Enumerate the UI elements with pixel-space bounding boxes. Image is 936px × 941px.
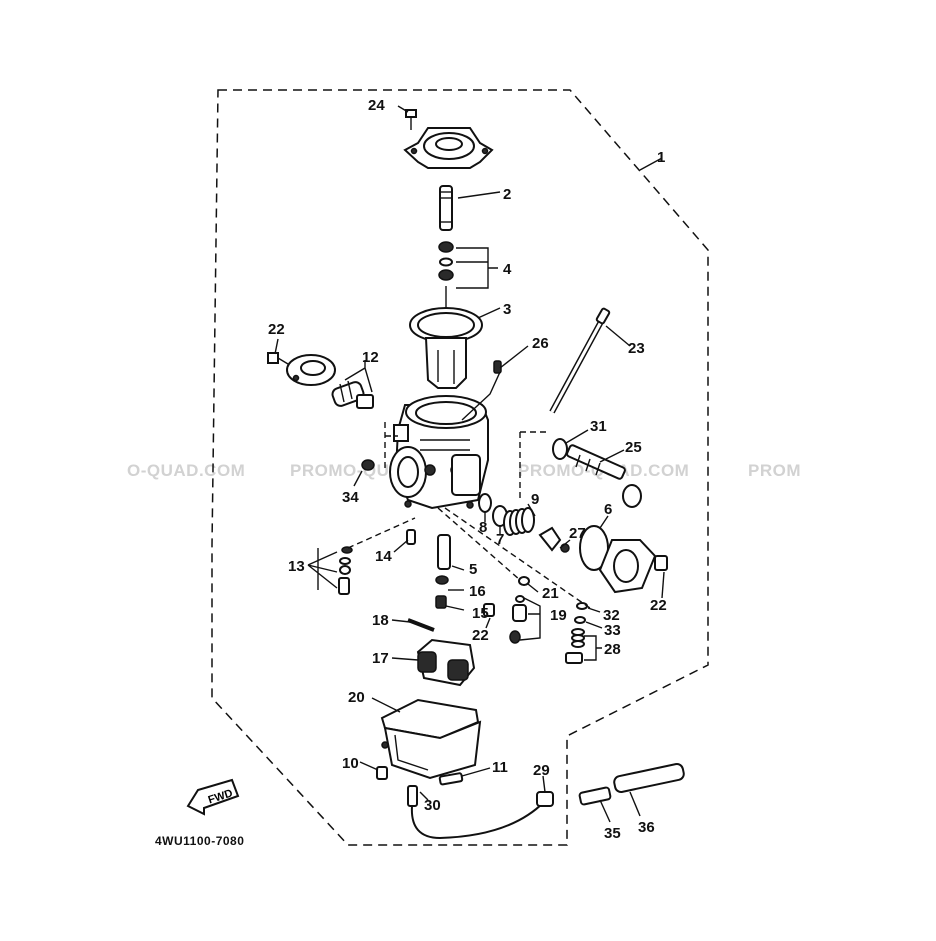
part-nozzle-5: [437, 534, 451, 570]
watermark-4: PROM: [748, 461, 801, 480]
callout-14: 14: [375, 548, 392, 565]
part-jet-27: [493, 360, 502, 374]
assembly-boundary: [211, 89, 709, 846]
part-needle-valve-19: [509, 595, 527, 644]
part-screw-22-left: [267, 352, 289, 365]
callout-6: 6: [604, 501, 612, 518]
callout-10: 10: [342, 755, 359, 772]
callout-20: 20: [348, 689, 365, 706]
part-spring-screw-29: [565, 628, 585, 664]
part-plug-21: [518, 576, 530, 586]
part-float-17: [416, 638, 476, 687]
callout-27: 26: [532, 335, 549, 352]
callout-11: 11: [492, 759, 508, 776]
part-bolt-14: [406, 529, 416, 545]
part-fitting-36: [578, 786, 612, 806]
part-screw-22-right: [654, 555, 668, 571]
callout-18: 18: [372, 612, 389, 629]
part-plunger-12: [331, 380, 374, 409]
callout-19: 19: [550, 607, 567, 624]
part-side-cover-left: [286, 354, 336, 386]
part-top-cover: [403, 127, 494, 169]
fwd-arrow-icon: FWD: [186, 778, 240, 816]
diagram-code: 4WU1100-7080: [155, 834, 244, 848]
callout-24: 23: [628, 340, 645, 357]
part-screw-10: [376, 766, 388, 780]
part-hose-37: [613, 763, 685, 793]
callout-21: 21: [542, 585, 559, 602]
part-carburetor-body: [389, 395, 489, 510]
callout-16: 16: [469, 583, 486, 600]
callout-1: 1: [657, 149, 665, 166]
connector-lines: [347, 422, 591, 609]
part-oring-8: [478, 493, 492, 513]
callout-33: 32: [603, 607, 620, 624]
callout-13: 13: [288, 558, 305, 575]
callout-7: 7: [496, 531, 504, 548]
callout-8: 8: [479, 519, 487, 536]
part-jet-23: [483, 603, 495, 617]
callout-leaders: [274, 105, 665, 823]
part-bolt-35: [361, 459, 375, 471]
callout-12: 12: [362, 349, 379, 366]
part-oring-33: [576, 602, 588, 610]
part-float-bowl: [381, 720, 482, 780]
callout-29: 28: [604, 641, 621, 658]
callout-25: 24: [368, 97, 385, 114]
callout-30: 29: [533, 762, 550, 779]
part-screw-11: [438, 772, 464, 786]
callout-34: 33: [604, 622, 621, 639]
callout-37: 36: [638, 819, 655, 836]
part-lever-28: [538, 526, 570, 553]
part-diaphragm-3: [409, 307, 483, 389]
part-cable-24: [549, 307, 611, 414]
callout-4: 4: [503, 261, 512, 278]
callout-26: 25: [625, 439, 642, 456]
callout-32: 31: [590, 418, 607, 435]
part-oring-32: [552, 438, 568, 460]
part-jet-15: [435, 595, 447, 609]
part-pilot-screw-13: [338, 546, 353, 595]
callout-23: 22: [472, 627, 489, 644]
watermark-1: O-QUAD.COM: [127, 461, 245, 480]
callout-5: 5: [469, 561, 477, 578]
callout-31: 30: [424, 797, 441, 814]
part-needle-set-4: [438, 241, 454, 330]
callout-22-left: 22: [268, 321, 285, 338]
callout-36: 35: [604, 825, 621, 842]
part-drain-31: [407, 785, 418, 807]
callout-2: 2: [503, 186, 511, 203]
callout-28: 27: [569, 525, 586, 542]
callout-15: 15: [472, 605, 489, 622]
callout-3: 3: [503, 301, 511, 318]
part-spring-9: [503, 507, 535, 536]
part-pin-18: [407, 618, 435, 632]
part-oring-34: [574, 616, 586, 624]
callout-22-right: 22: [650, 597, 667, 614]
callout-17: 17: [372, 650, 389, 667]
part-washer-16: [435, 575, 449, 585]
part-screw-26: [566, 444, 642, 508]
callout-35: 34: [342, 489, 359, 506]
callout-9: 9: [531, 491, 539, 508]
part-screw-25: [405, 109, 417, 130]
part-spring-2: [439, 185, 453, 231]
part-pump-cover: [598, 539, 657, 594]
